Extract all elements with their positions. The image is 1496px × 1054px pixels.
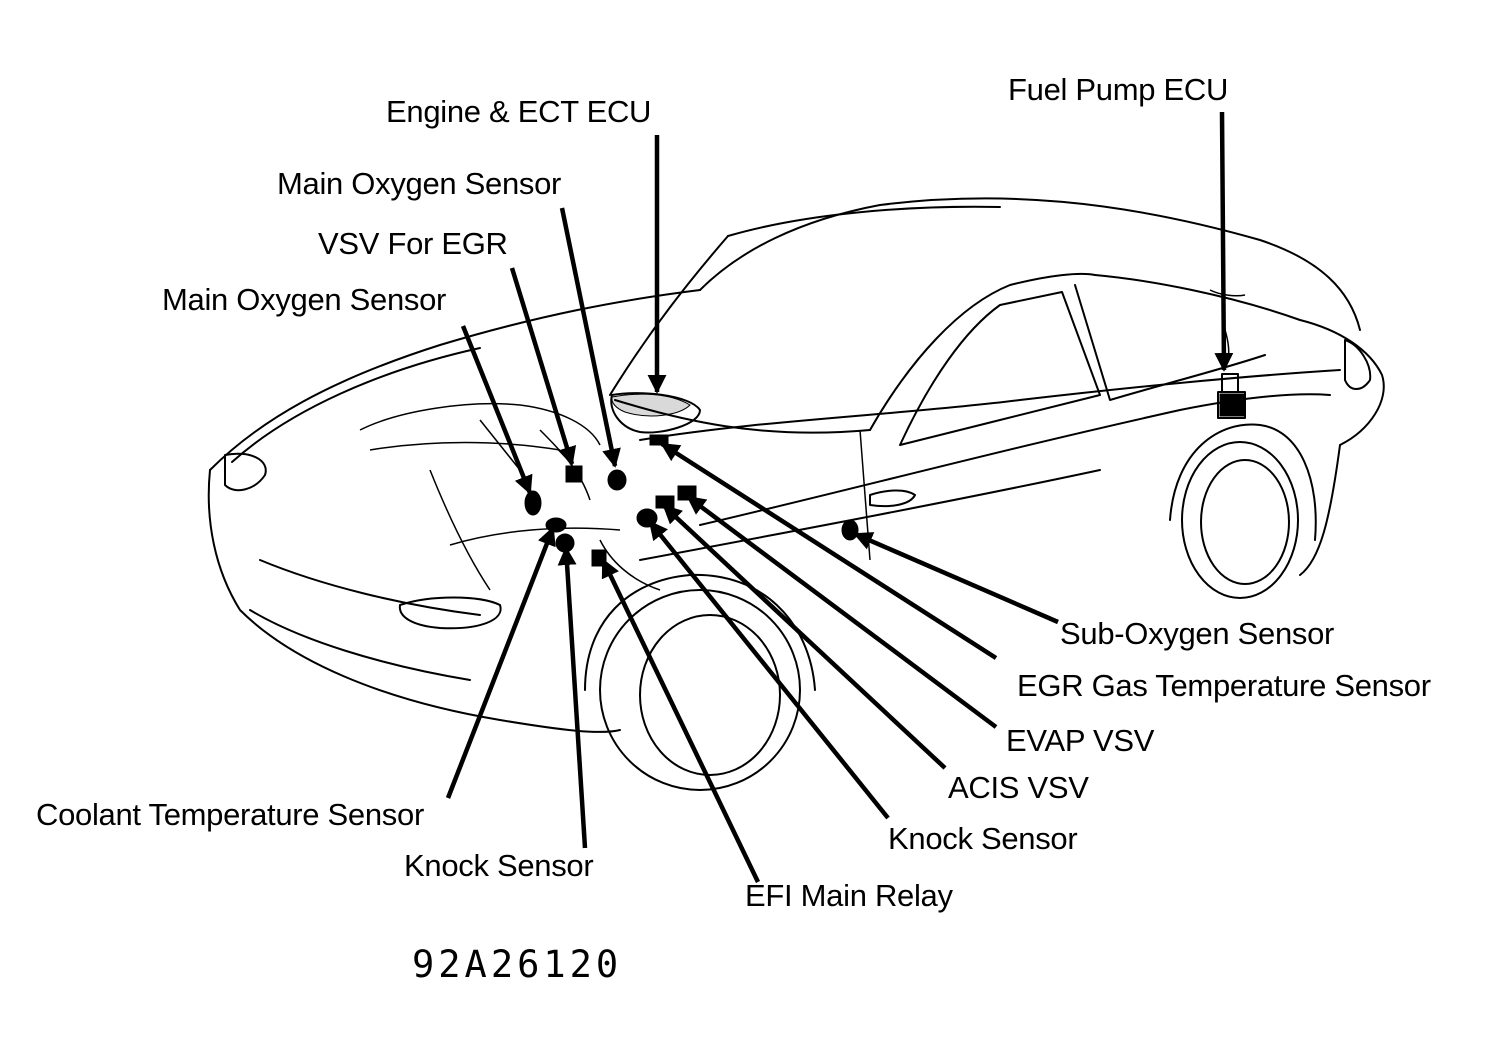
car-body xyxy=(207,197,1385,791)
label-main-oxygen-sensor-lower: Main Oxygen Sensor xyxy=(162,282,447,317)
label-fuel-pump-ecu: Fuel Pump ECU xyxy=(1008,72,1229,107)
label-sub-oxygen-sensor: Sub-Oxygen Sensor xyxy=(1060,616,1335,651)
leader-fuel-pump-ecu xyxy=(1214,111,1234,372)
fuel-pump-ecu-component xyxy=(1219,393,1245,417)
label-knock-sensor-right: Knock Sensor xyxy=(888,821,1078,856)
leader-main-oxygen-sensor-lower xyxy=(460,325,533,495)
label-vsv-for-egr: VSV For EGR xyxy=(318,226,508,261)
leader-vsv-for-egr xyxy=(509,267,577,466)
components xyxy=(524,393,1245,567)
label-coolant-temperature-sensor: Coolant Temperature Sensor xyxy=(36,797,424,832)
coolant-temp-component xyxy=(545,517,567,533)
label-engine-ect-ecu: Engine & ECT ECU xyxy=(386,94,652,129)
leader-lines xyxy=(445,111,1234,883)
figure-code: 92A26120 xyxy=(412,943,623,986)
leader-evap-vsv xyxy=(686,495,998,729)
main-oxygen-sensor-lower-component xyxy=(524,490,542,516)
sub-oxygen-sensor-component xyxy=(841,519,859,541)
evap-vsv-component xyxy=(677,485,697,501)
leader-acis-vsv xyxy=(662,504,947,770)
label-evap-vsv: EVAP VSV xyxy=(1006,723,1155,758)
leader-coolant-temperature-sensor xyxy=(445,526,556,799)
label-egr-gas-temperature-sensor: EGR Gas Temperature Sensor xyxy=(1017,668,1431,703)
leader-egr-gas-temperature-sensor xyxy=(660,442,998,660)
label-knock-sensor-left: Knock Sensor xyxy=(404,848,594,883)
label-main-oxygen-sensor-upper: Main Oxygen Sensor xyxy=(277,166,562,201)
label-efi-main-relay: EFI Main Relay xyxy=(745,878,953,913)
egr-gas-temp-component xyxy=(649,434,669,446)
leader-sub-oxygen-sensor xyxy=(853,531,1059,625)
leader-knock-sensor-right xyxy=(648,520,890,820)
vsv-egr-component xyxy=(565,465,583,483)
label-acis-vsv: ACIS VSV xyxy=(948,770,1089,805)
leader-efi-main-relay xyxy=(600,558,761,883)
leader-main-oxygen-sensor-upper xyxy=(559,207,621,468)
main-oxygen-sensor-upper-component xyxy=(607,469,627,491)
leader-knock-sensor-left xyxy=(557,546,588,849)
ecu-component xyxy=(611,393,691,417)
